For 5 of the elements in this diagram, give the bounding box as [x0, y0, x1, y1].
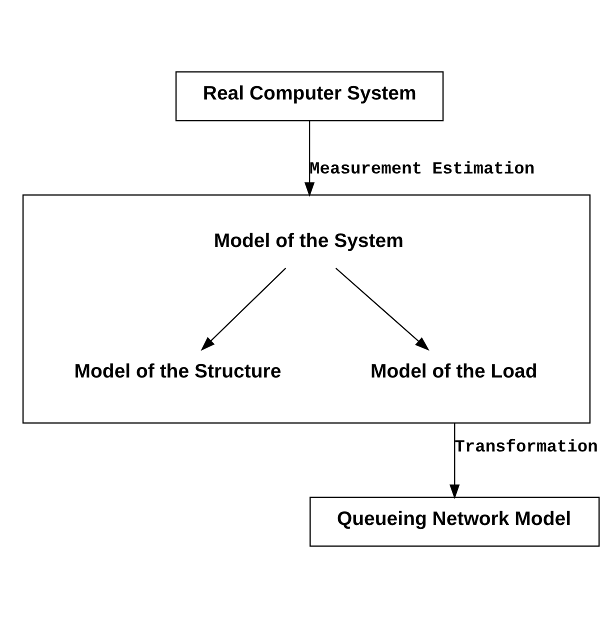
node-text: Model of the Load	[370, 360, 538, 382]
node-text: Model of the Structure	[74, 360, 282, 382]
edge-label: Transformation	[454, 438, 598, 457]
edge-label: Measurement Estimation	[310, 160, 535, 179]
node-text: Model of the System	[214, 230, 404, 252]
